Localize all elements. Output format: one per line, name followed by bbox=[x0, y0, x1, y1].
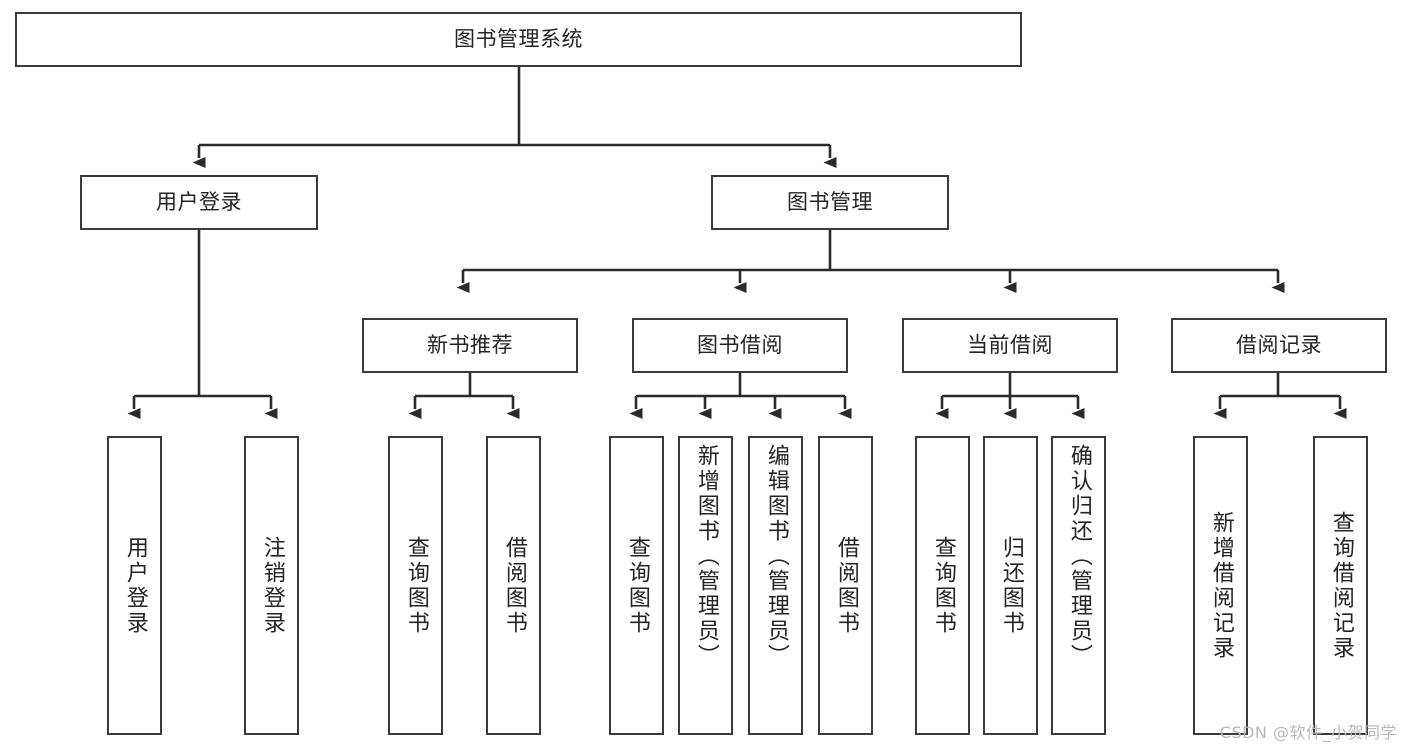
leaf-book-borrow-query-book[interactable]: 查询图书 bbox=[609, 436, 664, 735]
node-label: 当前借阅 bbox=[967, 332, 1053, 357]
leaf-current-borrow-return-book[interactable]: 归还图书 bbox=[983, 436, 1038, 735]
node-label: 新增图书（管理员） bbox=[693, 444, 719, 669]
node-label: 查询借阅记录 bbox=[1328, 510, 1354, 661]
leaf-borrow-record-query-record[interactable]: 查询借阅记录 bbox=[1313, 436, 1368, 735]
leaf-book-borrow-edit-book-admin[interactable]: 编辑图书（管理员） bbox=[748, 436, 803, 735]
node-label: 用户登录 bbox=[156, 189, 242, 214]
leaf-user-login-logout[interactable]: 注销登录 bbox=[244, 436, 299, 735]
node-new-book-recommendation[interactable]: 新书推荐 bbox=[362, 318, 578, 373]
leaf-book-borrow-add-book-admin[interactable]: 新增图书（管理员） bbox=[678, 436, 733, 735]
node-label: 图书管理系统 bbox=[454, 26, 583, 51]
node-borrow-record[interactable]: 借阅记录 bbox=[1171, 318, 1387, 373]
node-label: 确认归还（管理员） bbox=[1066, 444, 1092, 669]
leaf-user-login-login[interactable]: 用户登录 bbox=[107, 436, 162, 735]
leaf-new-book-query-book[interactable]: 查询图书 bbox=[388, 436, 443, 735]
node-label: 查询图书 bbox=[624, 535, 650, 636]
node-label: 查询图书 bbox=[403, 535, 429, 636]
node-book-borrow[interactable]: 图书借阅 bbox=[632, 318, 848, 373]
leaf-current-borrow-confirm-return-admin[interactable]: 确认归还（管理员） bbox=[1051, 436, 1106, 735]
leaf-new-book-borrow-book[interactable]: 借阅图书 bbox=[486, 436, 541, 735]
node-label: 新增借阅记录 bbox=[1208, 510, 1234, 661]
node-label: 新书推荐 bbox=[427, 332, 513, 357]
node-label: 借阅图书 bbox=[833, 535, 859, 636]
node-current-borrow[interactable]: 当前借阅 bbox=[902, 318, 1118, 373]
watermark: CSDN @软件_小贺同学 bbox=[1219, 723, 1397, 742]
node-label: 注销登录 bbox=[259, 535, 285, 636]
node-label: 编辑图书（管理员） bbox=[763, 444, 789, 669]
node-root-book-management-system[interactable]: 图书管理系统 bbox=[15, 12, 1022, 67]
node-label: 用户登录 bbox=[122, 535, 148, 636]
node-label: 查询图书 bbox=[930, 535, 956, 636]
leaf-current-borrow-query-book[interactable]: 查询图书 bbox=[915, 436, 970, 735]
node-book-management[interactable]: 图书管理 bbox=[711, 175, 949, 230]
node-label: 图书借阅 bbox=[697, 332, 783, 357]
node-user-login[interactable]: 用户登录 bbox=[80, 175, 318, 230]
node-label: 归还图书 bbox=[998, 535, 1024, 636]
leaf-borrow-record-add-record[interactable]: 新增借阅记录 bbox=[1193, 436, 1248, 735]
node-label: 借阅记录 bbox=[1236, 332, 1322, 357]
node-label: 图书管理 bbox=[787, 189, 873, 214]
node-label: 借阅图书 bbox=[501, 535, 527, 636]
leaf-book-borrow-borrow-book[interactable]: 借阅图书 bbox=[818, 436, 873, 735]
